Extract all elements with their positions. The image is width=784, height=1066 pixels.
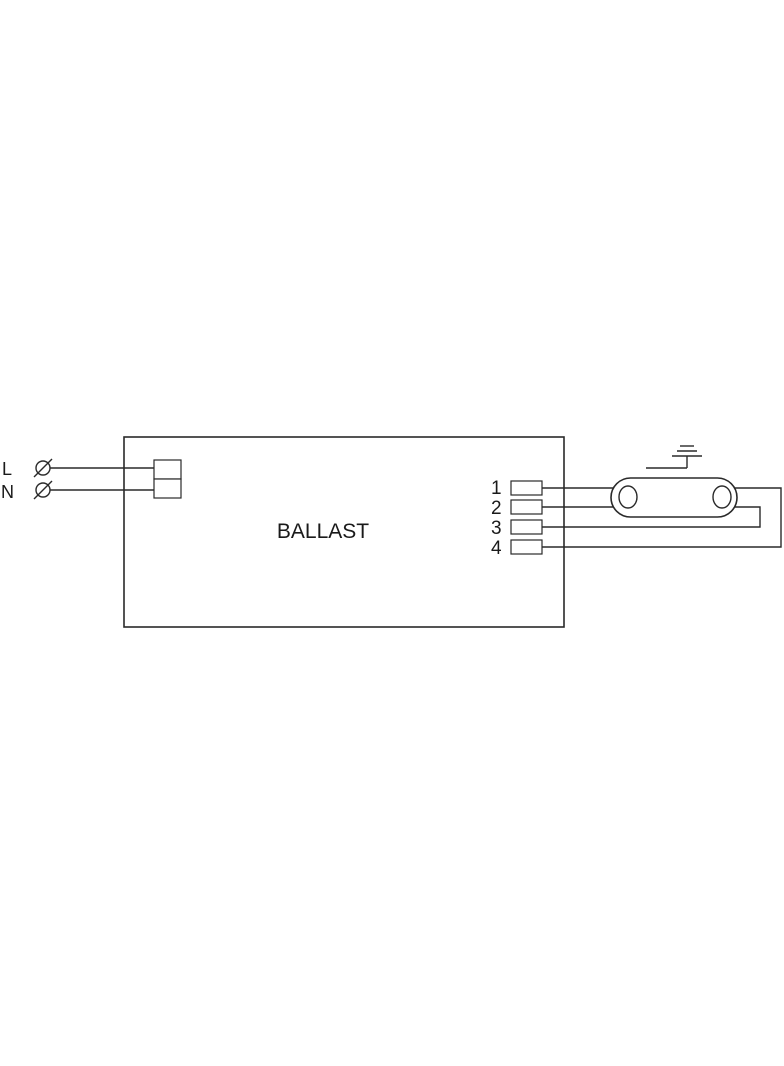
- ground-icon: [646, 445, 702, 469]
- pin-label-1: 1: [491, 478, 502, 499]
- wire-4: [542, 487, 782, 548]
- output-terminal-3: [510, 519, 543, 535]
- input-connector: [153, 459, 182, 499]
- ballast-label: BALLAST: [277, 520, 369, 543]
- pin-label-2: 2: [491, 498, 502, 519]
- output-terminal-4: [510, 539, 543, 555]
- wire-3: [542, 506, 761, 528]
- terminal-screw-icon: [33, 458, 53, 478]
- output-terminal-2: [510, 499, 543, 515]
- output-terminal-1: [510, 480, 543, 496]
- lamp-icon: [610, 477, 738, 518]
- pin-label-3: 3: [491, 518, 502, 539]
- ballast-box: [123, 436, 565, 628]
- live-label: L: [2, 459, 12, 479]
- pin-label-4: 4: [491, 538, 502, 559]
- terminal-screw-icon: [33, 480, 53, 500]
- neutral-label: N: [1, 482, 14, 502]
